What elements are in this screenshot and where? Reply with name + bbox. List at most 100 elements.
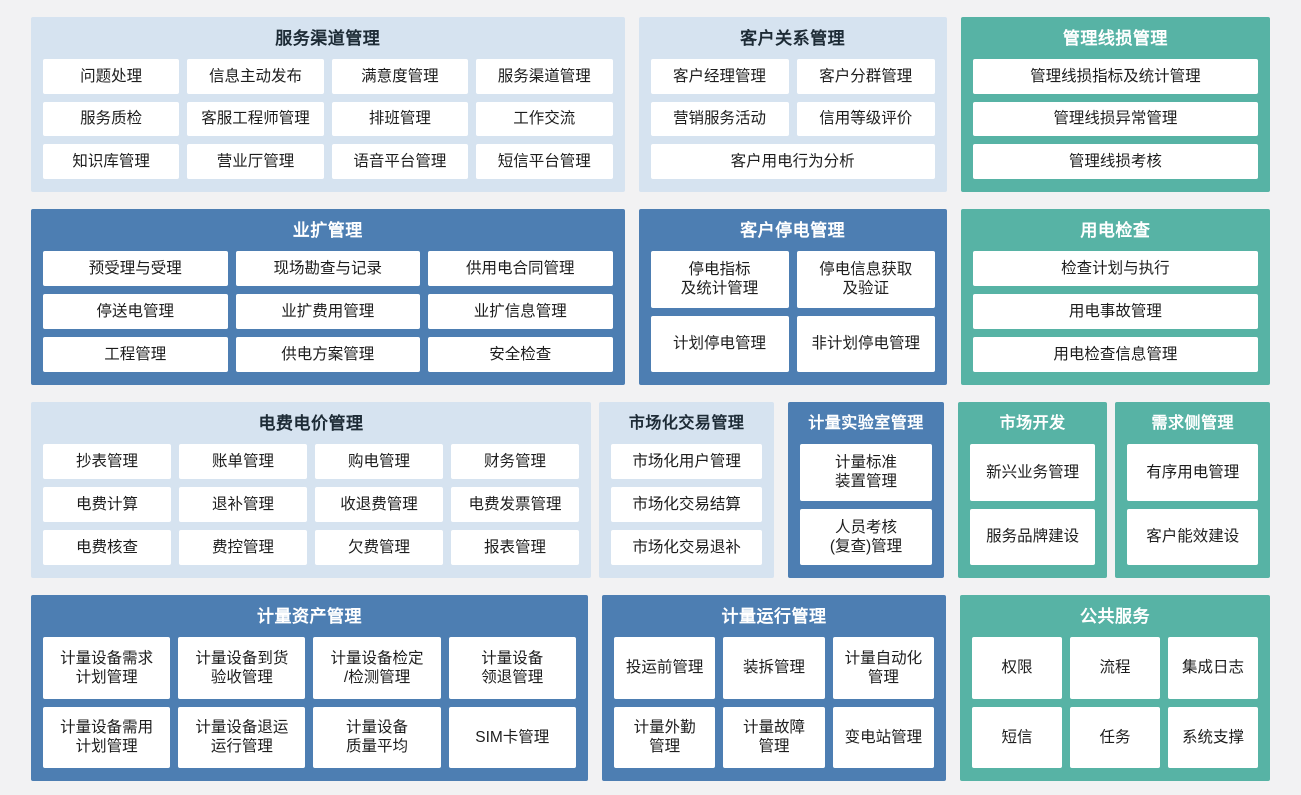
module-tile[interactable]: 市场化交易结算 — [611, 487, 763, 522]
module-tile[interactable]: 停电指标 及统计管理 — [650, 251, 789, 308]
module-tile[interactable]: 计量设备到货 验收管理 — [178, 637, 306, 699]
module-tile[interactable]: 停送电管理 — [43, 294, 228, 329]
module-tile[interactable]: 报表管理 — [451, 530, 580, 565]
panel-management-line-loss-management[interactable]: 管理线损管理 管理线损指标及统计管理 管理线损异常管理 管理线损考核 — [960, 17, 1270, 192]
panel-metering-operation-management[interactable]: 计量运行管理 投运前管理 装拆管理 计量自动化 管理 计量外勤 管理 计量故障 … — [601, 595, 947, 781]
panel-public-service[interactable]: 公共服务 权限 流程 集成日志 短信 任务 系统支撑 — [960, 595, 1270, 781]
module-tile[interactable]: 流程 — [1070, 637, 1160, 699]
module-tile[interactable]: 检查计划与执行 — [972, 251, 1258, 286]
module-tile[interactable]: 现场勘查与记录 — [235, 251, 420, 286]
module-tile[interactable]: 客服工程师管理 — [187, 101, 324, 137]
module-tile[interactable]: 市场化交易退补 — [611, 530, 763, 565]
module-tile[interactable]: 计量自动化 管理 — [832, 637, 935, 699]
module-tile[interactable]: 收退费管理 — [315, 487, 444, 522]
panel-customer-outage-management[interactable]: 客户停电管理 停电指标 及统计管理 停电信息获取 及验证 计划停电管理 非计划停… — [638, 209, 947, 385]
module-tile[interactable]: 计量标准 装置管理 — [800, 444, 932, 501]
module-tile[interactable]: 客户用电行为分析 — [650, 144, 935, 179]
module-tile[interactable]: 计量外勤 管理 — [613, 706, 716, 768]
module-tile[interactable]: 管理线损异常管理 — [972, 101, 1258, 137]
module-tile[interactable]: 预受理与受理 — [43, 251, 228, 286]
module-tile[interactable]: 电费核查 — [43, 530, 171, 565]
module-tile[interactable]: 计量设备 质量平均 — [313, 706, 441, 768]
module-tile[interactable]: 计划停电管理 — [650, 315, 789, 372]
module-tile[interactable]: 用电事故管理 — [972, 294, 1258, 329]
module-tile[interactable]: 计量设备需求 计划管理 — [43, 637, 171, 699]
module-tile[interactable]: 满意度管理 — [331, 59, 469, 94]
panel-metering-asset-management[interactable]: 计量资产管理 计量设备需求 计划管理 计量设备到货 验收管理 计量设备检定 /检… — [31, 595, 588, 781]
module-tile[interactable]: 营业厅管理 — [187, 144, 324, 179]
panel-title: 管理线损管理 — [1062, 29, 1168, 48]
module-tile[interactable]: 服务品牌建设 — [969, 508, 1096, 565]
module-tile[interactable]: 装拆管理 — [723, 637, 825, 699]
module-tile[interactable]: 知识库管理 — [43, 144, 180, 179]
module-tile[interactable]: 服务质检 — [43, 101, 180, 137]
panel-title: 用电检查 — [1080, 221, 1151, 240]
module-tile[interactable]: 工程管理 — [43, 337, 228, 372]
module-tile[interactable]: 业扩信息管理 — [428, 294, 613, 329]
module-tile[interactable]: 市场化用户管理 — [611, 444, 763, 479]
module-tile[interactable]: 抄表管理 — [43, 444, 171, 479]
module-tile[interactable]: 信息主动发布 — [187, 59, 324, 94]
panel-power-consumption-inspection[interactable]: 用电检查 检查计划与执行 用电事故管理 用电检查信息管理 — [960, 209, 1270, 385]
module-row-3: 电费电价管理 抄表管理 账单管理 购电管理 财务管理 电费计算 退补管理 收退费… — [31, 402, 1270, 578]
module-grid: 客户经理管理 客户分群管理 营销服务活动 信用等级评价 客户用电行为分析 — [650, 59, 935, 179]
module-tile[interactable]: 变电站管理 — [832, 706, 935, 768]
module-grid: 计量设备需求 计划管理 计量设备到货 验收管理 计量设备检定 /检测管理 计量设… — [43, 637, 576, 768]
module-tile[interactable]: 集成日志 — [1168, 637, 1258, 699]
panel-market-development[interactable]: 市场开发 新兴业务管理 服务品牌建设 — [957, 402, 1108, 578]
panel-business-expansion-management[interactable]: 业扩管理 预受理与受理 现场勘查与记录 供用电合同管理 停送电管理 业扩费用管理… — [31, 209, 625, 385]
module-tile[interactable]: 人员考核 (复查)管理 — [800, 508, 932, 565]
module-tile[interactable]: 新兴业务管理 — [969, 444, 1096, 501]
module-tile[interactable]: 管理线损指标及统计管理 — [972, 59, 1258, 94]
module-tile[interactable]: 计量设备退运 运行管理 — [178, 706, 306, 768]
panel-title: 计量资产管理 — [256, 607, 362, 626]
module-tile[interactable]: 停电信息获取 及验证 — [796, 251, 935, 308]
module-tile[interactable]: 营销服务活动 — [650, 101, 789, 137]
module-tile[interactable]: 任务 — [1070, 706, 1160, 768]
module-tile[interactable]: SIM卡管理 — [448, 706, 576, 768]
module-tile[interactable]: 问题处理 — [43, 59, 180, 94]
module-tile[interactable]: 供电方案管理 — [235, 337, 420, 372]
module-tile[interactable]: 服务渠道管理 — [476, 59, 613, 94]
module-tile[interactable]: 费控管理 — [179, 530, 308, 565]
panel-service-channel-management[interactable]: 服务渠道管理 问题处理 信息主动发布 满意度管理 服务渠道管理 服务质检 客服工… — [31, 17, 625, 192]
module-tile[interactable]: 有序用电管理 — [1127, 444, 1258, 501]
module-tile[interactable]: 非计划停电管理 — [796, 315, 935, 372]
module-tile[interactable]: 退补管理 — [179, 487, 308, 522]
module-tile[interactable]: 管理线损考核 — [972, 144, 1258, 179]
module-tile[interactable]: 客户能效建设 — [1127, 508, 1258, 565]
module-tile[interactable]: 财务管理 — [451, 444, 580, 479]
module-tile[interactable]: 客户分群管理 — [796, 59, 935, 94]
panel-metering-laboratory-management[interactable]: 计量实验室管理 计量标准 装置管理 人员考核 (复查)管理 — [788, 402, 944, 578]
panel-title: 市场化交易管理 — [628, 415, 745, 432]
module-tile[interactable]: 语音平台管理 — [331, 144, 469, 179]
module-tile[interactable]: 计量设备检定 /检测管理 — [313, 637, 441, 699]
module-tile[interactable]: 短信 — [972, 706, 1063, 768]
module-tile[interactable]: 欠费管理 — [315, 530, 444, 565]
module-tile[interactable]: 购电管理 — [315, 444, 444, 479]
module-tile[interactable]: 电费发票管理 — [451, 487, 580, 522]
module-tile[interactable]: 排班管理 — [331, 101, 469, 137]
module-tile[interactable]: 业扩费用管理 — [235, 294, 420, 329]
module-tile[interactable]: 计量设备需用 计划管理 — [43, 706, 171, 768]
module-tile[interactable]: 工作交流 — [476, 101, 613, 137]
panel-market-trading-management[interactable]: 市场化交易管理 市场化用户管理 市场化交易结算 市场化交易退补 — [599, 402, 775, 578]
panel-customer-relationship-management[interactable]: 客户关系管理 客户经理管理 客户分群管理 营销服务活动 信用等级评价 客户用电行… — [638, 17, 947, 192]
module-tile[interactable]: 信用等级评价 — [796, 101, 935, 137]
panel-demand-side-management[interactable]: 需求侧管理 有序用电管理 客户能效建设 — [1115, 402, 1270, 578]
module-tile[interactable]: 系统支撑 — [1168, 706, 1258, 768]
module-grid: 检查计划与执行 用电事故管理 用电检查信息管理 — [972, 251, 1258, 372]
module-tile[interactable]: 用电检查信息管理 — [972, 337, 1258, 372]
module-tile[interactable]: 安全检查 — [428, 337, 613, 372]
module-tile[interactable]: 电费计算 — [43, 487, 171, 522]
module-tile[interactable]: 计量设备 领退管理 — [448, 637, 576, 699]
module-tile[interactable]: 客户经理管理 — [650, 59, 789, 94]
module-tile[interactable]: 权限 — [972, 637, 1063, 699]
module-grid: 问题处理 信息主动发布 满意度管理 服务渠道管理 服务质检 客服工程师管理 排班… — [43, 59, 613, 179]
panel-electricity-fee-price-management[interactable]: 电费电价管理 抄表管理 账单管理 购电管理 财务管理 电费计算 退补管理 收退费… — [31, 402, 592, 578]
module-tile[interactable]: 计量故障 管理 — [723, 706, 825, 768]
module-tile[interactable]: 账单管理 — [179, 444, 308, 479]
module-tile[interactable]: 供用电合同管理 — [428, 251, 613, 286]
module-tile[interactable]: 投运前管理 — [613, 637, 716, 699]
module-tile[interactable]: 短信平台管理 — [476, 144, 613, 179]
